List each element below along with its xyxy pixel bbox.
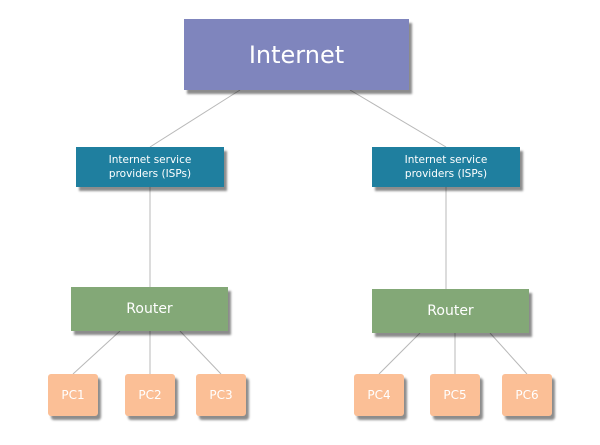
pc-node-1: PC1	[48, 374, 98, 416]
pc-label-6: PC6	[515, 388, 539, 402]
connector-router-left-pc1	[72, 330, 121, 375]
connector-internet-isp-right	[349, 89, 447, 148]
pc-label-4: PC4	[367, 388, 391, 402]
isp-label-right: Internet service providers (ISPs)	[404, 154, 488, 180]
router-label-left: Router	[126, 301, 173, 317]
router-node-left: Router	[71, 287, 228, 331]
pc-label-3: PC3	[209, 388, 233, 402]
internet-label: Internet	[248, 40, 345, 69]
router-node-right: Router	[372, 289, 529, 333]
connector-router-left-pc3	[179, 330, 222, 375]
pc-node-5: PC5	[430, 374, 480, 416]
pc-node-6: PC6	[502, 374, 552, 416]
pc-node-2: PC2	[125, 374, 175, 416]
pc-label-1: PC1	[61, 388, 85, 402]
pc-label-5: PC5	[443, 388, 467, 402]
pc-node-4: PC4	[354, 374, 404, 416]
connector-router-right-pc4	[378, 332, 421, 375]
isp-label-left: Internet service providers (ISPs)	[108, 154, 192, 180]
connector-router-right-pc6	[489, 332, 528, 375]
isp-node-left: Internet service providers (ISPs)	[76, 147, 224, 187]
connector-internet-isp-left	[149, 89, 241, 148]
router-label-right: Router	[427, 303, 474, 319]
internet-node: Internet	[184, 19, 409, 90]
isp-node-right: Internet service providers (ISPs)	[372, 147, 520, 187]
pc-label-2: PC2	[138, 388, 162, 402]
pc-node-3: PC3	[196, 374, 246, 416]
